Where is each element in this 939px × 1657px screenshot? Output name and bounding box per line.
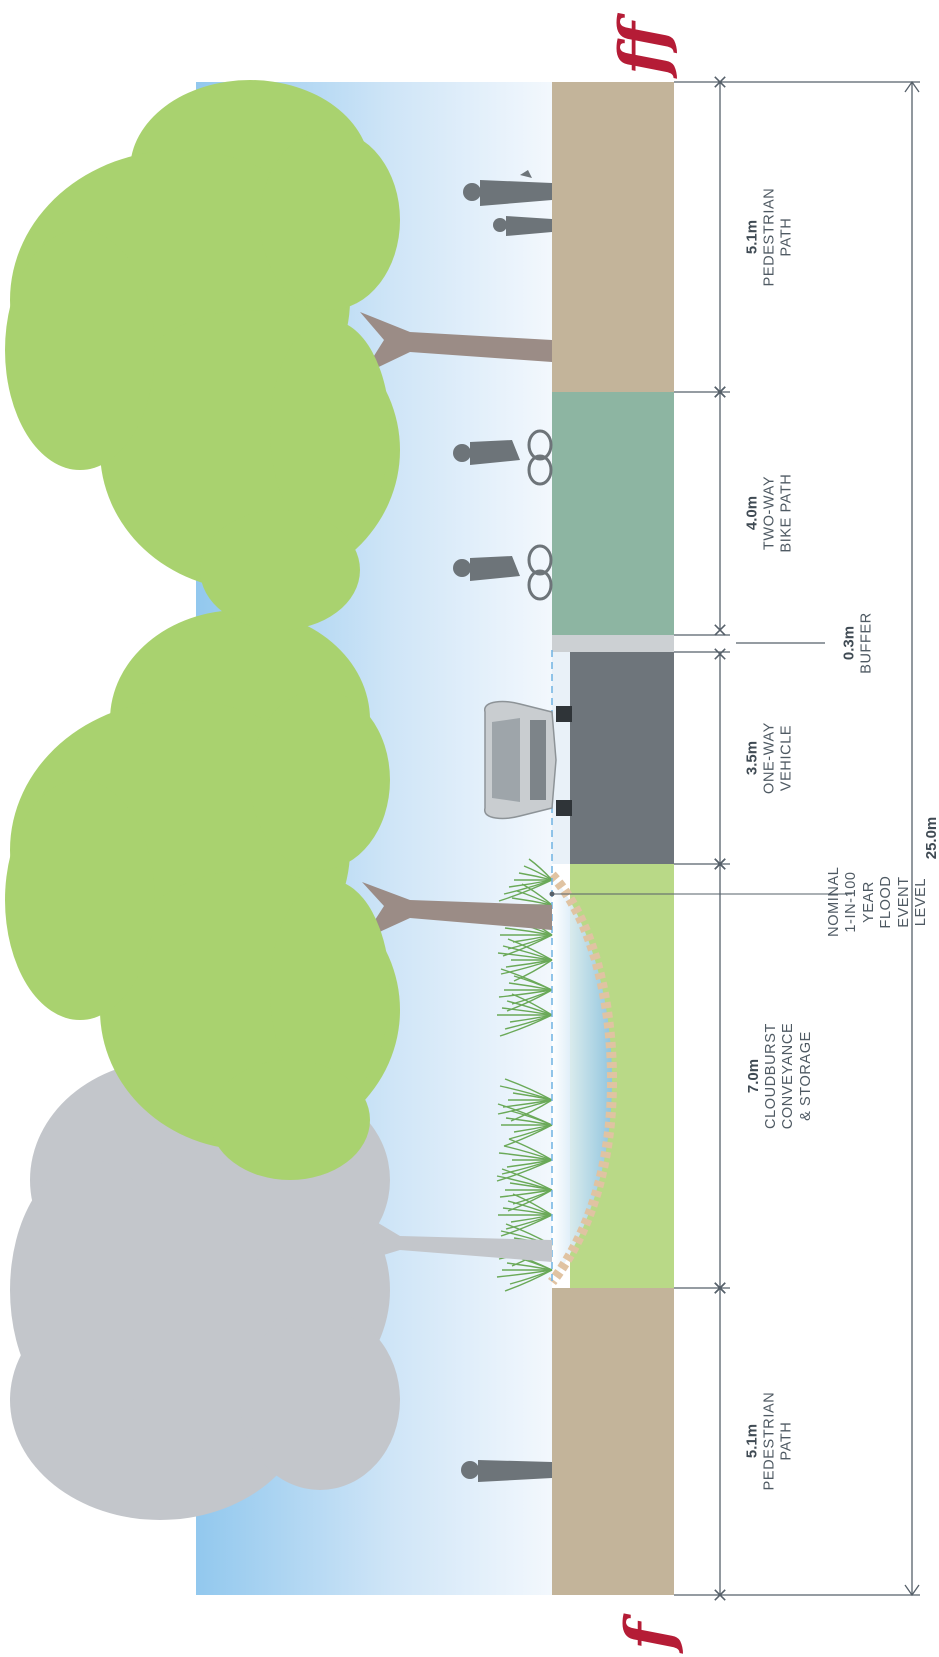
grass-blade [498, 989, 553, 998]
grass-blade [512, 1193, 553, 1216]
strip-bike-path [552, 392, 674, 635]
grass-blade [500, 1214, 553, 1237]
label-buffer-text: BUFFER [858, 612, 875, 674]
label-bike-path: 4.0m TWO-WAY BIKE PATH [744, 474, 797, 553]
grass-blade [502, 945, 553, 961]
tree-top [5, 80, 552, 630]
cyclist-figure-1 [453, 429, 553, 486]
label-pedestrian-bottom-text: PEDESTRIAN PATH [761, 1391, 795, 1491]
grass-blade [506, 1000, 553, 1016]
label-buffer: 0.3m BUFFER [840, 612, 875, 674]
pedestrian-figure-bottom [461, 1460, 552, 1482]
grass-blade [503, 1145, 553, 1161]
grass-blade [508, 1138, 553, 1161]
dimension-lines [674, 76, 920, 1601]
tree-middle-trunk [362, 882, 552, 940]
label-total-width-dim: 25.0m [923, 816, 939, 860]
label-flood-level-text: NOMINAL 1-IN-100 YEAR FLOOD EVENT LEVEL [825, 866, 929, 937]
ground-strips [552, 82, 674, 1595]
grass-blade [499, 1014, 553, 1037]
grass-blade [504, 1269, 553, 1292]
cyclist-figure-2 [453, 544, 553, 601]
tree-ghost-trunk [360, 1212, 552, 1262]
label-cloudburst-text: CLOUDBURST CONVEYANCE & STORAGE [762, 1022, 814, 1130]
grass-blade [513, 975, 553, 991]
grass-blade [503, 1124, 553, 1147]
grass-blade [501, 1168, 553, 1191]
grass-blade [507, 1200, 553, 1216]
label-cloudburst-dim: 7.0m [744, 1058, 762, 1094]
grass-blade [498, 879, 553, 902]
grass-blade [496, 1269, 553, 1278]
label-flood-level: NOMINAL 1-IN-100 YEAR FLOOD EVENT LEVEL [826, 867, 930, 937]
flood-level-point [549, 891, 555, 897]
label-bike-path-text: TWO-WAY BIKE PATH [761, 473, 795, 553]
tree-middle [5, 610, 552, 1180]
label-pedestrian-bottom: 5.1m PEDESTRIAN PATH [744, 1392, 797, 1491]
grass-blade [510, 1110, 553, 1126]
grass-blade [499, 1189, 553, 1198]
grass-blade [516, 890, 553, 906]
pedestrian-figures-top [463, 170, 552, 236]
tree-middle-canopy [5, 610, 400, 1180]
label-vehicle: 3.5m ONE-WAY VEHICLE [744, 722, 797, 794]
label-vehicle-dim: 3.5m [743, 740, 761, 776]
grass-blade [504, 1078, 553, 1101]
car-figure [484, 700, 572, 820]
strip-pedestrian-top [552, 82, 674, 392]
grass-blade [521, 883, 553, 906]
grass-blade [497, 1099, 553, 1115]
tree-top-trunk [360, 312, 552, 375]
label-vehicle-text: ONE-WAY VEHICLE [761, 722, 795, 794]
label-pedestrian-top: 5.1m PEDESTRIAN PATH [744, 188, 797, 287]
strip-buffer [552, 635, 674, 652]
grass-blade [528, 858, 553, 881]
label-pedestrian-top-dim: 5.1m [743, 219, 761, 255]
label-pedestrian-bottom-dim: 5.1m [743, 1423, 761, 1459]
grass-blade [507, 938, 553, 961]
grass-blade [496, 1159, 553, 1182]
label-cloudburst: 7.0m CLOUDBURST CONVEYANCE & STORAGE [745, 1023, 815, 1129]
strip-pedestrian-bottom [552, 1288, 674, 1595]
grass-blade [523, 865, 553, 881]
strip-vehicle [570, 652, 674, 864]
label-total-width: 25.0m [923, 817, 939, 860]
grass-blade [513, 959, 553, 982]
logo-bottom: f [612, 1622, 687, 1650]
tree-top-canopy [5, 80, 400, 630]
grass-blade [511, 993, 553, 1016]
basin-gravel [548, 871, 618, 1286]
logo-top: ff [606, 22, 681, 75]
label-pedestrian-top-text: PEDESTRIAN PATH [761, 187, 795, 287]
label-bike-path-dim: 4.0m [743, 495, 761, 531]
label-buffer-dim: 0.3m [840, 625, 858, 661]
grass-blade [500, 959, 553, 975]
